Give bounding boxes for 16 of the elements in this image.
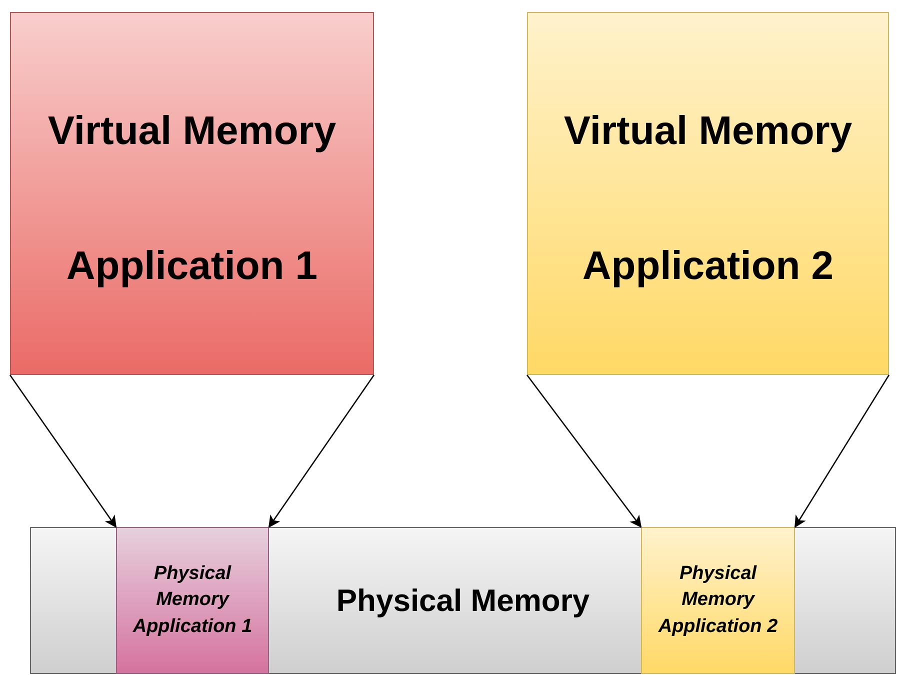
arrow	[9, 374, 117, 528]
physical-memory-bar	[30, 527, 896, 674]
box-label: Physical Memory Application 2	[657, 562, 779, 639]
box-label: Physical Memory	[336, 582, 590, 620]
virtual-memory-box	[10, 12, 374, 375]
virtual-memory-box	[527, 12, 889, 375]
box-label: Virtual Memory	[48, 108, 336, 155]
memory-segment	[641, 527, 795, 674]
box-label: Application 2	[582, 243, 834, 290]
box-label: Physical Memory Application 1	[132, 562, 254, 639]
arrow	[526, 374, 642, 528]
arrow	[268, 374, 375, 528]
box-label: Virtual Memory	[564, 108, 852, 155]
arrow	[794, 374, 890, 528]
memory-segment	[116, 527, 269, 674]
box-label: Application 1	[66, 243, 318, 290]
